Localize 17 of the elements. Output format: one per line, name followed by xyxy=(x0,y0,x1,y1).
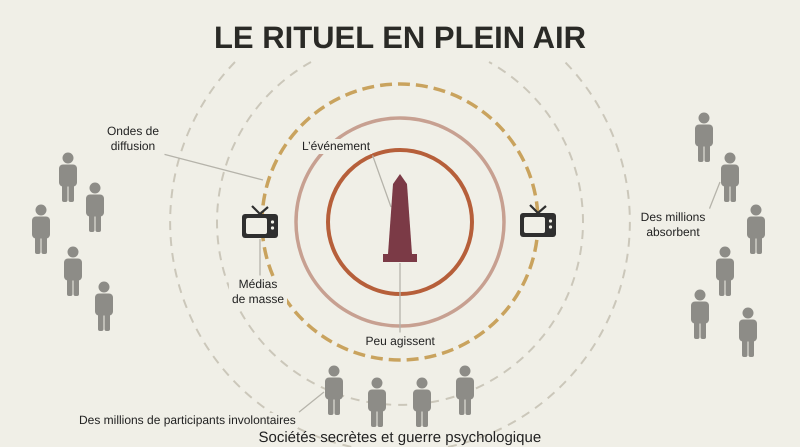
obelisk-icon xyxy=(383,174,417,262)
title: LE RITUEL EN PLEIN AIR xyxy=(214,21,586,55)
callout-label: Des millions de participants involontaires xyxy=(77,413,298,428)
callout-label: L’événement xyxy=(300,139,372,154)
leader-line xyxy=(372,155,392,208)
leader-line xyxy=(164,154,264,181)
leader-line xyxy=(708,182,721,209)
crowd-figures xyxy=(325,365,474,427)
leader-line xyxy=(298,392,324,413)
crowd-figures xyxy=(32,152,113,331)
leader-line xyxy=(259,239,261,276)
leader-line xyxy=(399,263,401,332)
tv-icon xyxy=(242,205,278,238)
tv-icon xyxy=(520,204,556,237)
callout-label: Médias de masse xyxy=(229,277,287,307)
caption: Sociétés secrètes et guerre psychologique xyxy=(258,430,542,446)
callout-label: Peu agissent xyxy=(364,334,437,349)
